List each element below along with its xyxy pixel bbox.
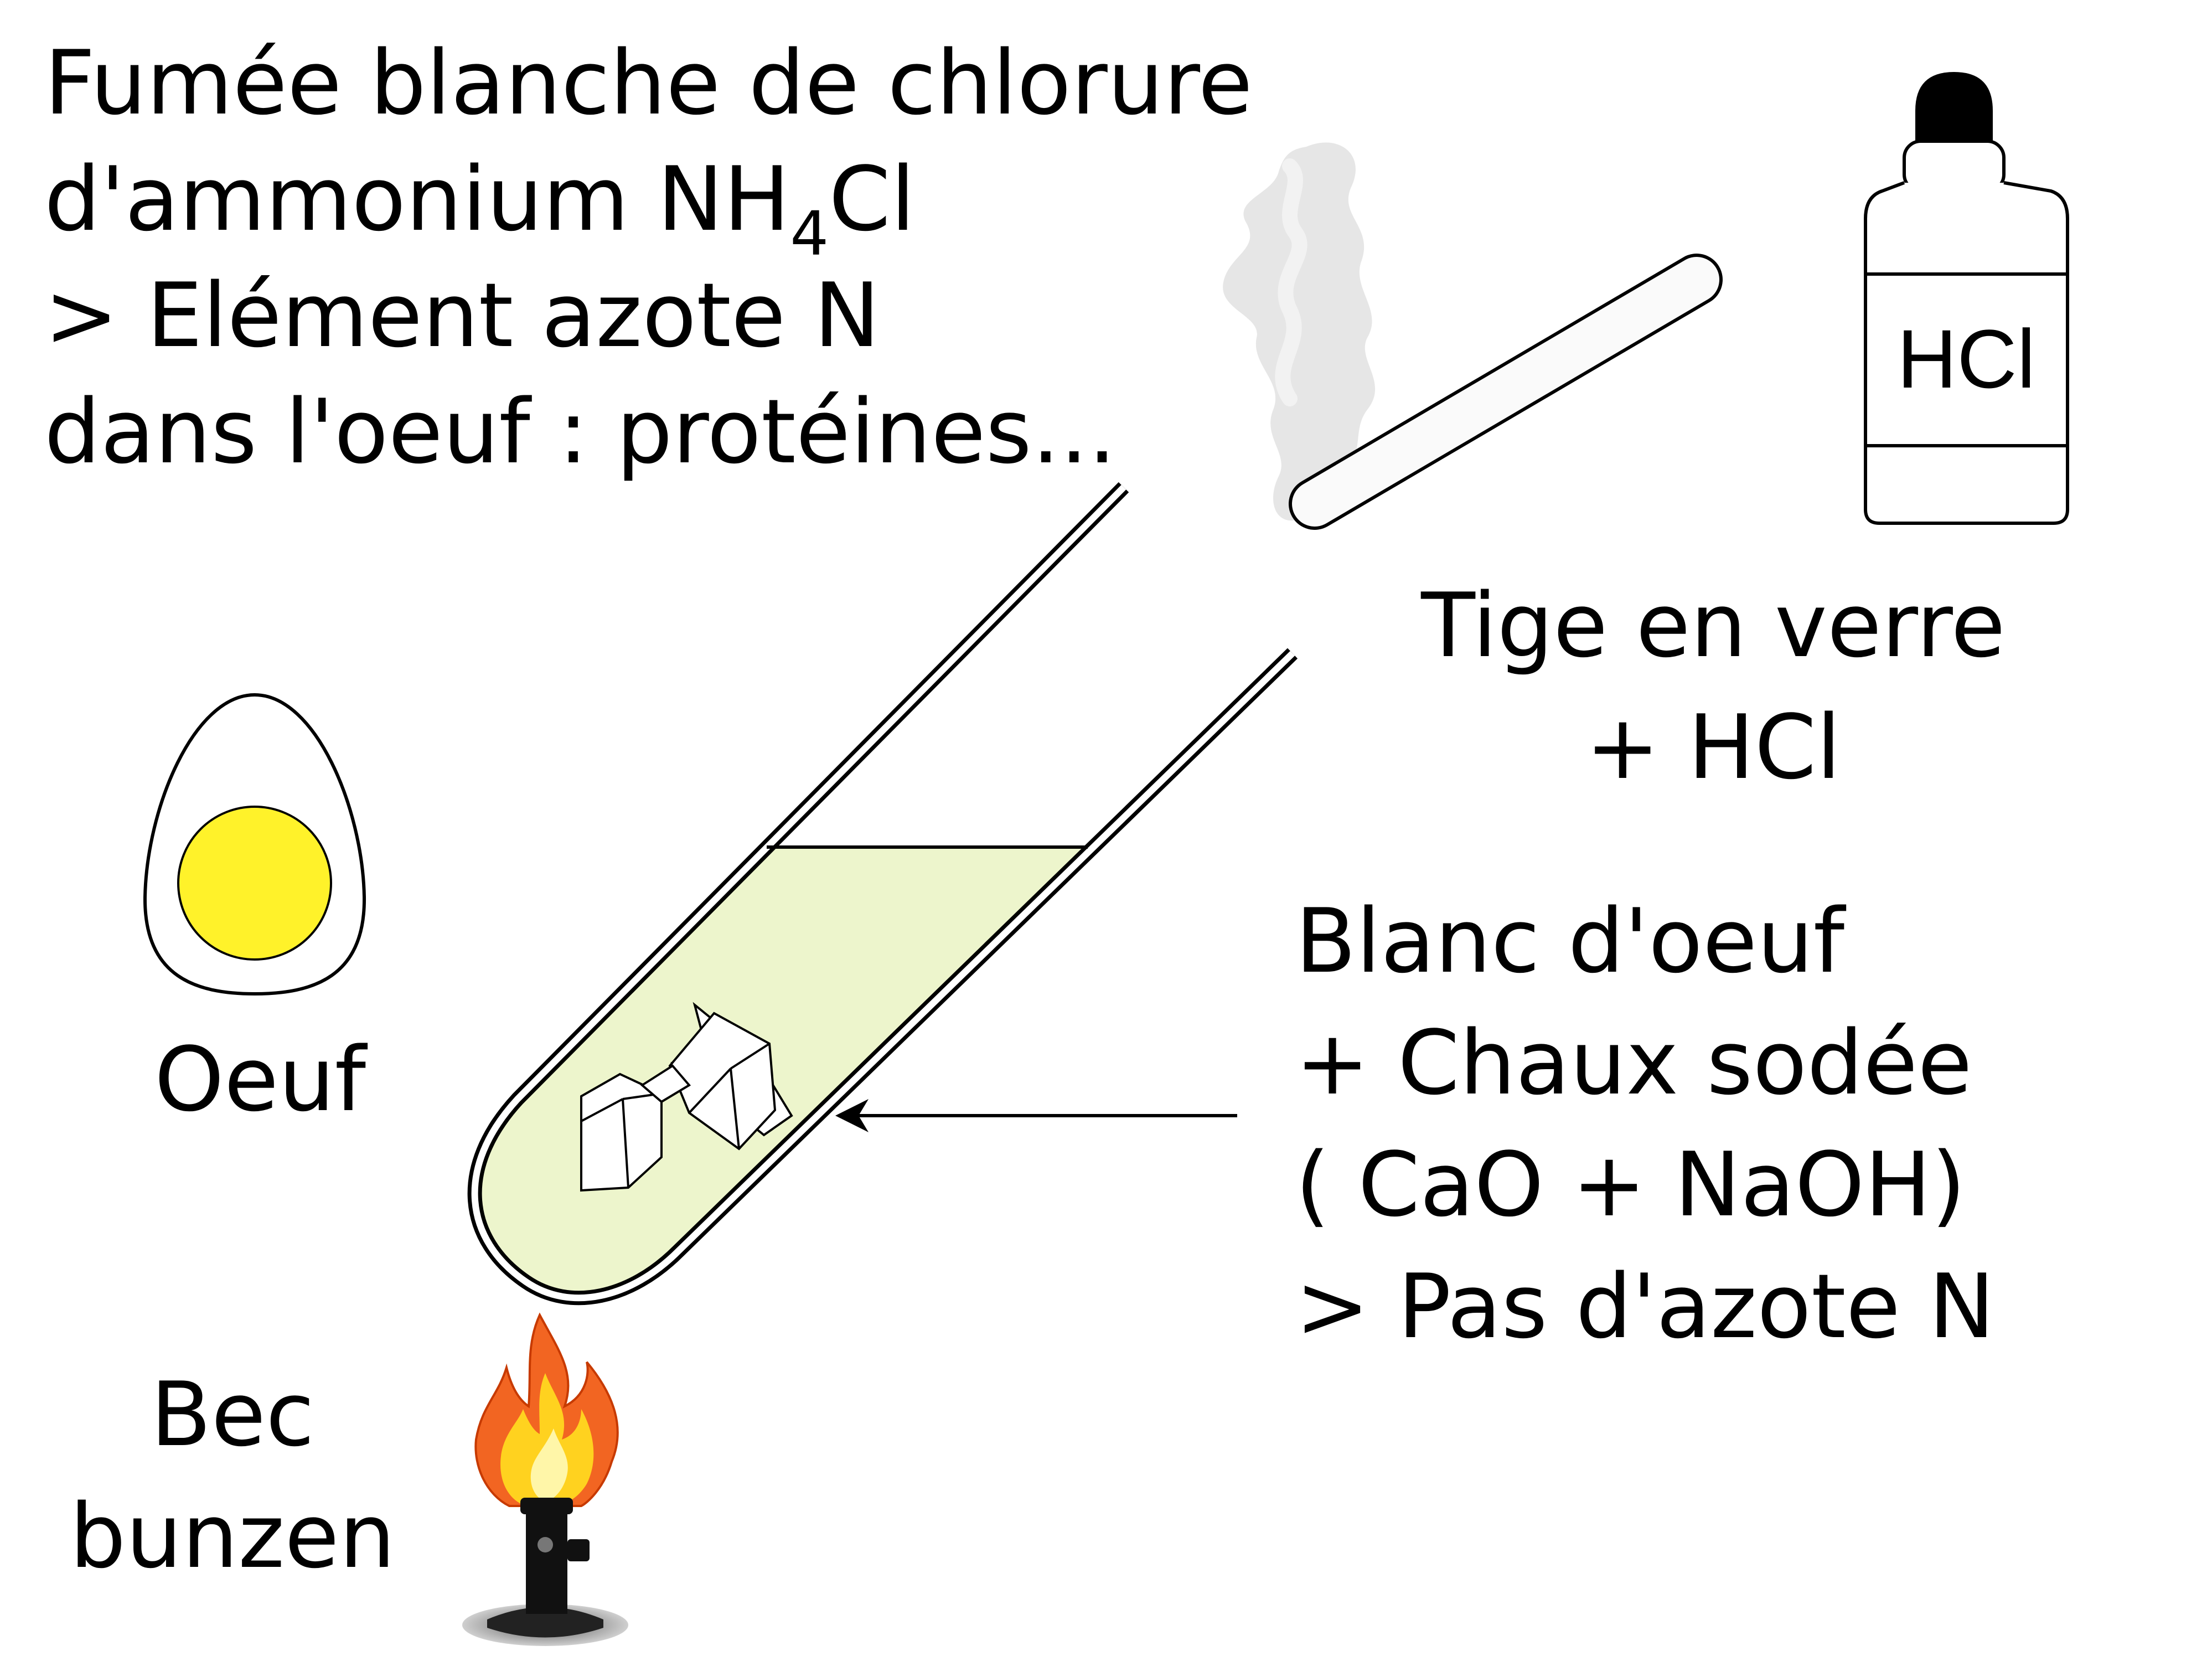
lime-pellets-icon xyxy=(580,1002,793,1192)
burner-label-line1: Bec xyxy=(151,1363,314,1466)
hcl-bottle-label: HCl xyxy=(1897,312,2035,405)
flame-icon xyxy=(474,1312,619,1507)
glass-rod-label-line1: Tige en verre xyxy=(1420,574,2006,677)
mixture-label-line3: ( CaO + NaOH) xyxy=(1295,1133,1966,1236)
burner-label-line2: bunzen xyxy=(70,1484,395,1588)
smoke-label-line2: d'ammonium NH4Cl xyxy=(44,147,915,269)
mixture-label-line1: Blanc d'oeuf xyxy=(1295,889,1847,993)
smoke-label-line2-suffix: Cl xyxy=(829,147,915,251)
glass-rod-label-line2: + HCl xyxy=(1585,695,1841,799)
hcl-bottle-icon: HCl xyxy=(1864,72,2069,525)
bunsen-burner-icon xyxy=(462,1498,628,1646)
smoke-label-line4: dans l'oeuf : protéines... xyxy=(44,380,1116,483)
smoke-label-line1: Fumée blanche de chlorure xyxy=(44,31,1253,135)
smoke-label-line2-prefix: d'ammonium NH xyxy=(44,147,790,251)
mixture-label-line4: > Pas d'azote N xyxy=(1295,1255,1995,1358)
smoke-icon xyxy=(1223,142,1376,521)
mixture-label-line2: + Chaux sodée xyxy=(1295,1011,1972,1115)
glass-rod-icon xyxy=(1289,254,1723,530)
smoke-label-line3: > Elément azote N xyxy=(44,264,880,367)
egg-label: Oeuf xyxy=(154,1028,368,1131)
smoke-label-line2-subscript: 4 xyxy=(790,198,829,269)
egg-icon xyxy=(143,693,366,996)
